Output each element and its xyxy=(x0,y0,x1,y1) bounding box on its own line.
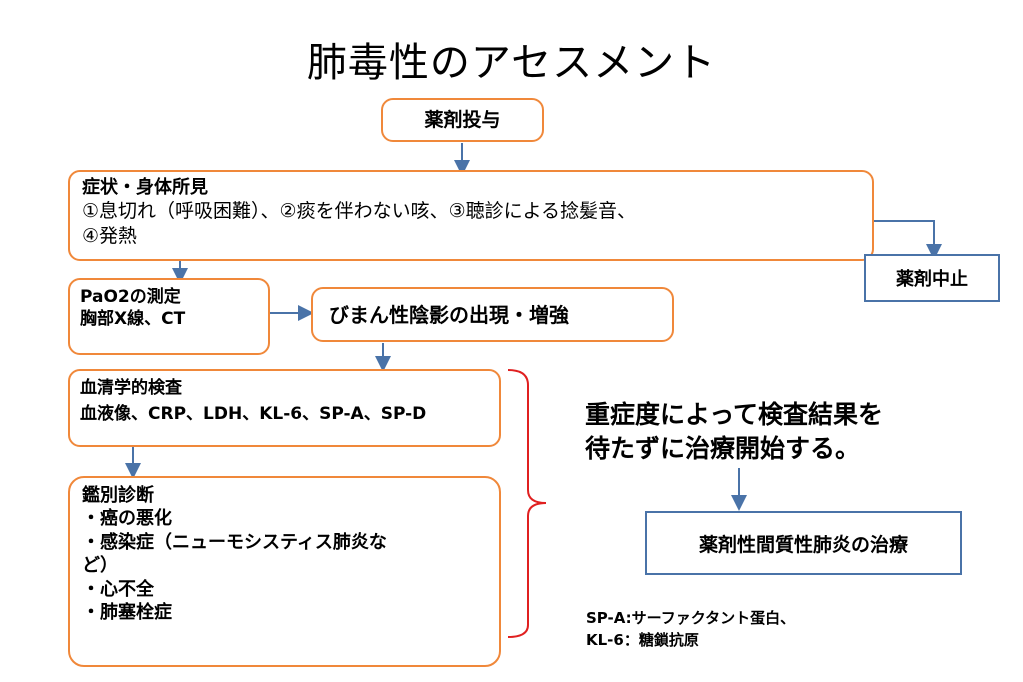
pao2-line-1: PaO2の測定 xyxy=(80,287,181,307)
drug-stop-box: 薬剤中止 xyxy=(864,254,1000,302)
diffuse-shadow-label: びまん性陰影の出現・増強 xyxy=(329,302,569,327)
symptoms-line-1: ①息切れ（呼吸困難）、②痰を伴わない咳、③聴診による捻髪音、 xyxy=(82,200,637,223)
symptoms-heading: 症状・身体所見 xyxy=(82,177,208,198)
treatment-box: 薬剤性間質性肺炎の治療 xyxy=(645,511,962,575)
footnote-line-1: SP-A:サーファクタント蛋白、 xyxy=(586,609,796,627)
severity-note-line-1: 重症度によって検査結果を xyxy=(585,400,884,429)
differential-diagnosis-box: 鑑別診断 ・癌の悪化 ・感染症（ニューモシスティス肺炎な ど） ・心不全 ・肺塞… xyxy=(68,476,501,667)
serology-line-1: 血液像、CRP、LDH、KL-6、SP-A、SP-D xyxy=(80,404,427,425)
differential-heading: 鑑別診断 xyxy=(82,485,154,506)
footnote-line-2: KL-6：糖鎖抗原 xyxy=(586,630,699,649)
differential-item-2b: ど） xyxy=(82,555,118,577)
diffuse-shadow-box: びまん性陰影の出現・増強 xyxy=(311,287,674,342)
treatment-label: 薬剤性間質性肺炎の治療 xyxy=(698,533,908,556)
arrow-symptoms-to-stop xyxy=(874,220,942,260)
drug-administration-label: 薬剤投与 xyxy=(424,108,501,131)
severity-note-line-2: 待たずに治療開始する。 xyxy=(585,433,861,463)
serology-heading: 血清学的検査 xyxy=(80,378,182,398)
pao2-box: PaO2の測定 胸部X線、CT xyxy=(68,278,270,355)
red-bracket xyxy=(507,369,547,638)
drug-stop-label: 薬剤中止 xyxy=(896,269,968,290)
differential-item-4: ・肺塞栓症 xyxy=(82,601,172,623)
symptoms-box: 症状・身体所見 ①息切れ（呼吸困難）、②痰を伴わない咳、③聴診による捻髪音、 ④… xyxy=(68,170,874,261)
pao2-line-2: 胸部X線、CT xyxy=(80,309,186,330)
page-title: 肺毒性のアセスメント xyxy=(306,40,717,86)
severity-note: 重症度によって検査結果を 待たずに治療開始する。 xyxy=(585,398,1005,466)
serology-box: 血清学的検査 血液像、CRP、LDH、KL-6、SP-A、SP-D xyxy=(68,369,501,447)
drug-administration-box: 薬剤投与 xyxy=(381,98,544,142)
symptoms-line-2: ④発熱 xyxy=(82,225,138,248)
differential-item-2a: ・感染症（ニューモシスティス肺炎な xyxy=(82,531,387,553)
abbreviation-footnote: SP-A:サーファクタント蛋白、 KL-6：糖鎖抗原 xyxy=(586,608,986,652)
differential-item-1: ・癌の悪化 xyxy=(82,508,172,530)
differential-item-3: ・心不全 xyxy=(82,578,154,600)
